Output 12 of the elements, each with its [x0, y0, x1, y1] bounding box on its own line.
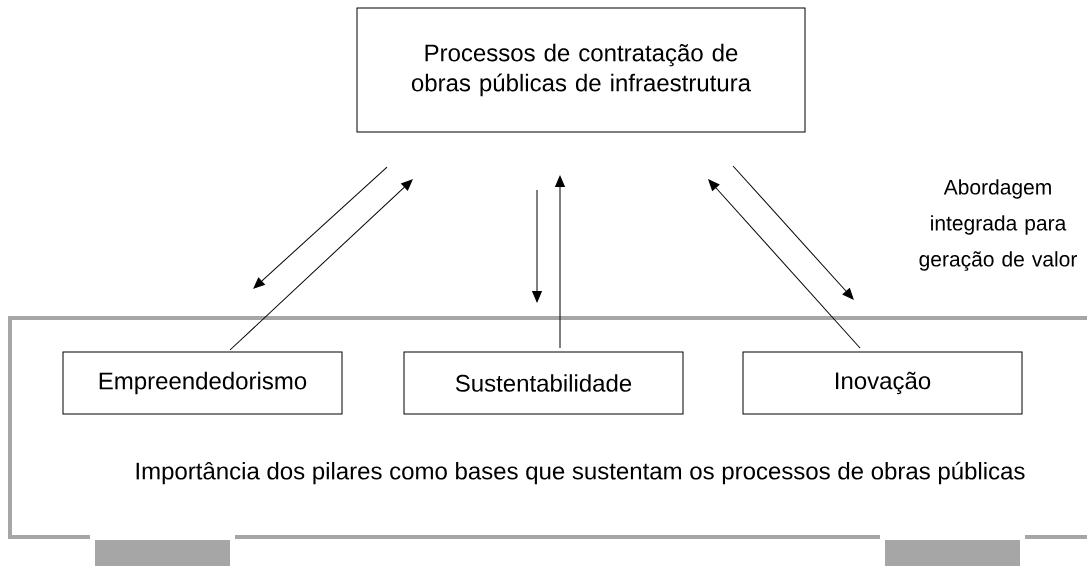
- pillar-box: Sustentabilidade: [403, 351, 684, 415]
- arrow: [732, 165, 854, 300]
- side-note: Abordagem integrada para geração de valor: [919, 179, 1077, 271]
- arrow: [555, 175, 565, 349]
- pillar-box: Empreendedorismo: [62, 351, 343, 415]
- arrow: [229, 179, 413, 351]
- pillar-box: Inovação: [742, 351, 1023, 415]
- arrow: [532, 189, 542, 303]
- node-label: Importância dos pilares como bases que sustentam os processos de obras públicas: [136, 461, 1025, 485]
- arrow: [708, 179, 861, 349]
- arrow: [253, 166, 388, 289]
- process-box: Processos de contratação de obras públicas de infraestrutura: [356, 7, 806, 133]
